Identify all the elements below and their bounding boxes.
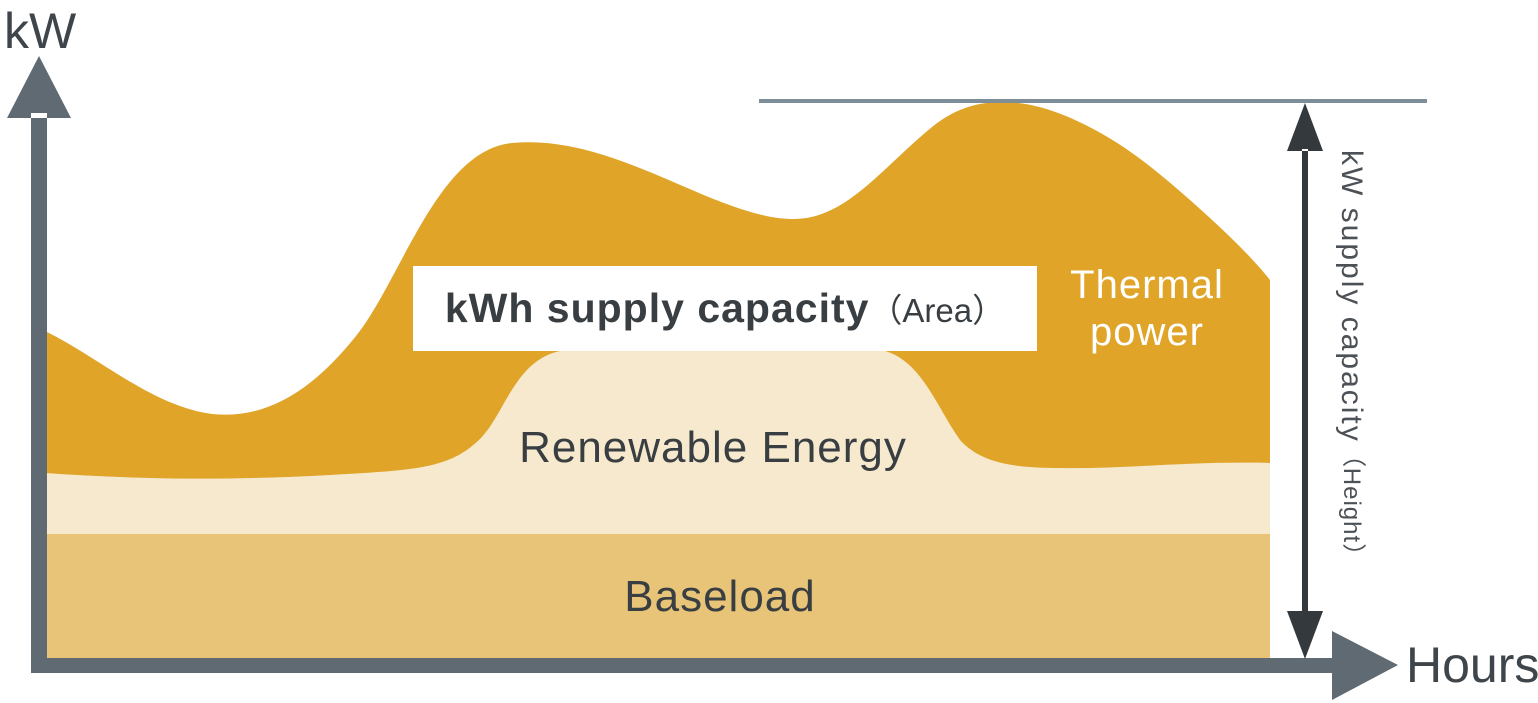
renewable-area (45, 349, 1270, 534)
kw-supply-capacity-height-label: kW supply capacity（Height） (1334, 150, 1369, 640)
kwh-supply-capacity-paren: （Area） (869, 292, 1006, 329)
x-axis-arrow-icon (31, 631, 1398, 700)
y-axis-label: kW (4, 3, 77, 59)
baseload-area (45, 534, 1270, 660)
kw-supply-capacity-height-text: kW supply capacity (1335, 150, 1368, 443)
kwh-supply-capacity-box: kWh supply capacity（Area） (413, 266, 1037, 351)
y-axis-arrow-icon (7, 56, 71, 673)
thermal-power-label: Thermal power (1038, 262, 1256, 356)
kw-supply-capacity-height-paren: （Height） (1338, 442, 1365, 569)
renewable-energy-label: Renewable Energy (519, 423, 907, 472)
height-measure-arrow-icon (1287, 103, 1323, 659)
max-capacity-reference-line (759, 99, 1427, 103)
thermal-power-line2: power (1090, 310, 1204, 355)
x-axis-label: Hours (1406, 637, 1538, 693)
kwh-supply-capacity-text: kWh supply capacity (444, 285, 870, 331)
baseload-label: Baseload (624, 572, 816, 621)
thermal-power-line1: Thermal (1070, 263, 1224, 307)
